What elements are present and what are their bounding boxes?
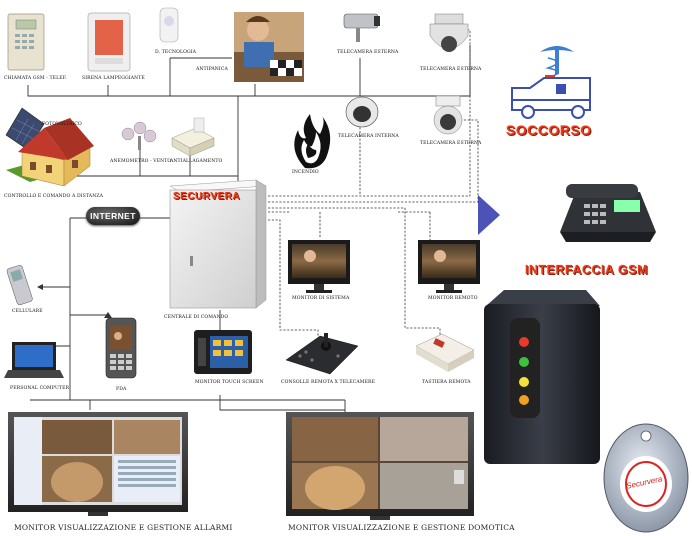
cellphone-device — [6, 265, 33, 306]
photovoltaic-label: FOTOVOLTAICO — [42, 122, 82, 127]
caduceus-icon — [540, 46, 574, 77]
gsm-dialer-device — [7, 13, 45, 71]
gsm-module-box — [484, 290, 600, 464]
cam-int-1-label: TELECAMERA INTERNA — [338, 134, 399, 139]
cam-int-2-label: TELECAMERA ESTERNA — [420, 141, 482, 146]
control-center-label: CENTRALE DI COMANDO — [164, 315, 229, 320]
ptz-console-label: CONSOLLE REMOTA X TELECAMERE — [281, 380, 376, 385]
ptz-console-device — [285, 333, 359, 375]
dual-tech-label: D. TECNOLOGIA — [155, 50, 197, 55]
internet-badge-label: INTERNET — [90, 211, 136, 221]
cam-ext-2-label: TELECAMERA ESTERNA — [420, 67, 482, 72]
remote-keypad-device — [415, 333, 475, 372]
anemometer-label: ANEMOMETRO - VENTO — [110, 159, 172, 164]
keypad-label: TASTIERA REMOTA — [422, 380, 471, 385]
house-illustration — [6, 118, 94, 187]
touch-screen-monitor-device — [194, 330, 252, 374]
cabinet-brand-text: SECURVERA — [173, 191, 241, 202]
key-fob-icon — [603, 423, 689, 533]
flood-sensor-device — [171, 117, 215, 157]
siren-device — [87, 12, 131, 72]
pc-label: PERSONAL COMPUTER — [10, 386, 70, 391]
gsm-interface-title: INTERFACCIA GSM — [525, 263, 649, 277]
cellphone-label: CELLULARE — [12, 309, 43, 314]
anti-panic-photo — [234, 12, 304, 82]
remote-monitor-label: MONITOR REMOTO — [428, 296, 478, 301]
desk-phone-icon — [560, 184, 656, 242]
domotics-monitor-screen — [286, 412, 474, 520]
ambulance-icon — [511, 75, 591, 119]
gsm-dialer-label: CHIAMATA GSM - TELEF. — [4, 76, 67, 81]
remote-monitor-device — [418, 240, 480, 293]
fire-label: INCENDIO — [292, 170, 319, 175]
indoor-camera-2 — [433, 95, 463, 135]
outdoor-camera-1 — [343, 13, 380, 42]
pda-label: PDA — [116, 387, 127, 392]
domotics-monitor-caption: MONITOR VISUALIZZAZIONE E GESTIONE DOMOT… — [288, 523, 515, 532]
fire-icon — [294, 114, 331, 169]
outdoor-camera-2 — [429, 13, 469, 52]
control-cabinet — [169, 179, 267, 309]
system-monitor-device — [288, 240, 350, 293]
cam-ext-1-label: TELECAMERA ESTERNA — [337, 50, 399, 55]
indoor-camera-1 — [345, 96, 379, 128]
siren-label: SIRENA LAMPEGGIANTE — [82, 76, 145, 81]
internet-badge[interactable]: INTERNET — [86, 207, 140, 225]
system-monitor-label: MONITOR DI SISTEMA — [292, 296, 350, 301]
solar-panel-device — [5, 107, 45, 151]
alarms-monitor-screen — [8, 412, 188, 516]
dual-tech-sensor-device — [159, 7, 179, 43]
flood-label: ANTIALLAGAMENTO — [170, 159, 223, 164]
laptop-device — [4, 342, 64, 378]
anti-panic-label: ANTIPANICA — [196, 67, 228, 72]
anemometer-device — [121, 121, 157, 150]
rescue-title: SOCCORSO — [506, 122, 592, 138]
pda-device — [105, 317, 137, 379]
alarms-monitor-caption: MONITOR VISUALIZZAZIONE E GESTIONE ALLAR… — [14, 523, 233, 532]
house-label: CONTROLLO E COMANDO A DISTANZA — [4, 194, 104, 199]
touch-screen-label: MONITOR TOUCH SCREEN — [195, 380, 264, 385]
